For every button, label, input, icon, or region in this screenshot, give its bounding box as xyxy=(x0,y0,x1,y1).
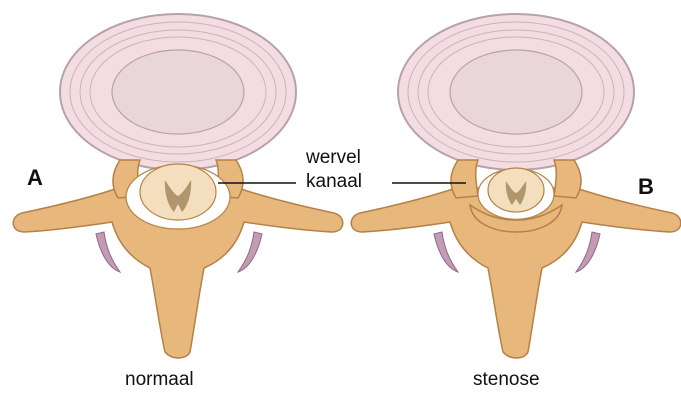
vertebra-normal-facet-right xyxy=(238,232,262,272)
canal-label-line1: wervel xyxy=(306,146,362,170)
vertebra-stenosis-nucleus xyxy=(450,50,582,134)
label-b: B xyxy=(638,174,654,200)
caption-normal: normaal xyxy=(125,369,194,391)
label-a: A xyxy=(27,165,43,191)
vertebra-stenosis-spinal-cord xyxy=(488,168,544,212)
vertebra-normal-facet-left xyxy=(96,232,120,272)
vertebra-normal-nucleus xyxy=(112,50,244,134)
canal-label: wervel kanaal xyxy=(306,146,362,194)
canal-label-line2: kanaal xyxy=(306,170,362,194)
vertebra-stenosis xyxy=(351,14,681,358)
vertebra-stenosis-facet-right xyxy=(576,232,600,272)
vertebra-normal xyxy=(13,14,343,358)
caption-stenosis: stenose xyxy=(473,369,540,391)
vertebra-normal-spinal-cord xyxy=(140,164,216,220)
vertebra-stenosis-facet-left xyxy=(434,232,458,272)
